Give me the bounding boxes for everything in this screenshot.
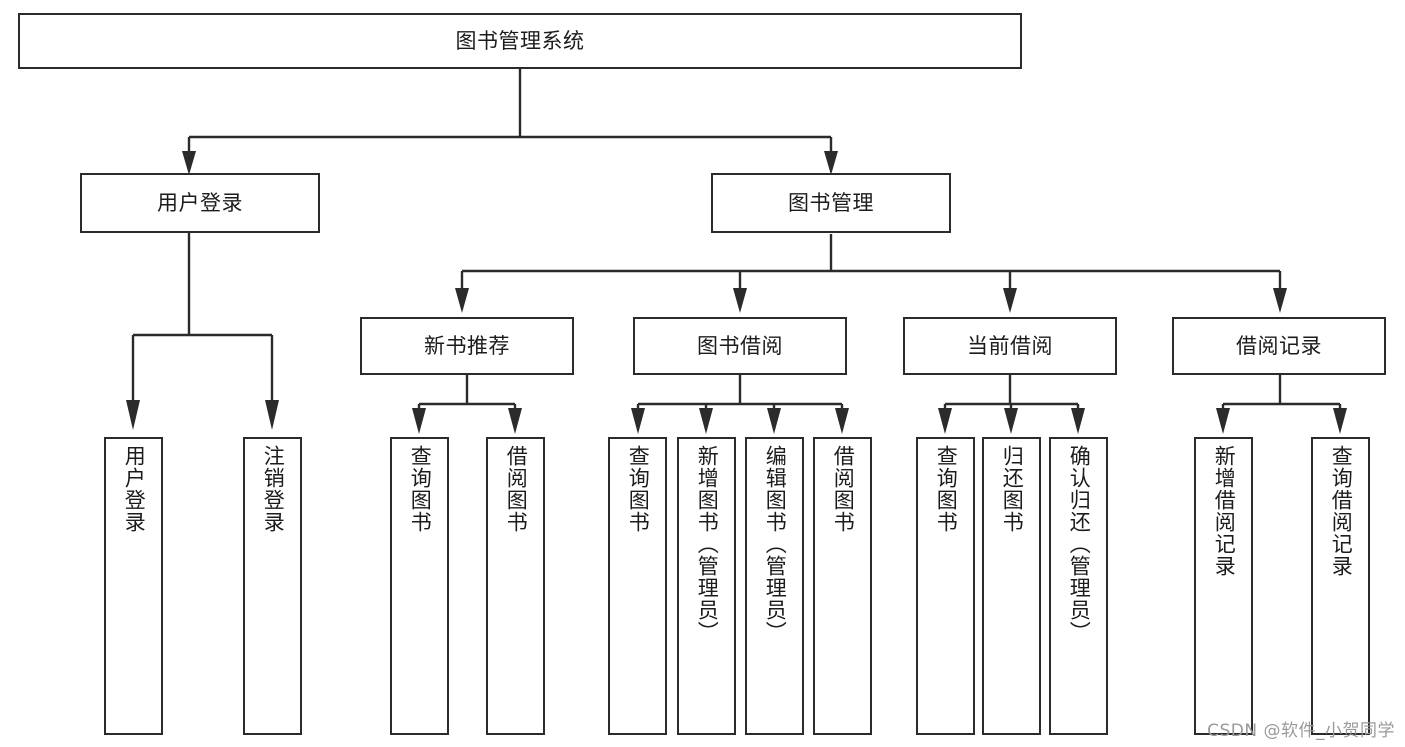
node-leaf-query-book-1[interactable]: 查询图书 [390,437,449,735]
node-leaf-return-book-label: 归还图书 [1000,445,1025,533]
watermark-text: CSDN @软件_小贺同学 [1207,721,1395,741]
node-leaf-logout-login-label: 注销登录 [261,445,286,533]
arrowhead-leaf-edit-book [767,408,781,434]
arrowhead-leaf-logout-login [265,400,279,430]
node-leaf-query-book-1-label: 查询图书 [408,445,433,533]
node-leaf-borrow-book-2-label: 借阅图书 [831,445,856,533]
arrowhead-leaf-query-record [1333,408,1347,434]
node-book-manage-label: 图书管理 [788,190,874,215]
node-leaf-user-login[interactable]: 用户登录 [104,437,163,735]
node-root[interactable]: 图书管理系统 [18,13,1022,69]
node-leaf-query-book-3[interactable]: 查询图书 [916,437,975,735]
node-leaf-query-book-3-label: 查询图书 [934,445,959,533]
node-leaf-borrow-book-1[interactable]: 借阅图书 [486,437,545,735]
arrowhead-leaf-add-book [699,408,713,434]
node-leaf-query-record[interactable]: 查询借阅记录 [1311,437,1370,735]
arrowhead-new-book-recommend [455,288,469,313]
node-leaf-add-record-label: 新增借阅记录 [1212,445,1237,577]
arrowhead-leaf-query-book-3 [938,408,952,434]
arrowhead-current-borrow [1003,288,1017,313]
node-leaf-query-book-2-label: 查询图书 [626,445,651,533]
node-leaf-edit-book-label: 编辑图书（管理员） [763,445,788,643]
node-current-borrow-label: 当前借阅 [967,333,1053,358]
arrowhead-book-borrow [733,288,747,313]
arrowhead-leaf-borrow-book-2 [835,408,849,434]
node-leaf-add-book-label: 新增图书（管理员） [695,445,720,643]
node-borrow-record[interactable]: 借阅记录 [1172,317,1386,375]
arrowhead-leaf-borrow-book-1 [508,408,522,434]
arrowhead-leaf-user-login [126,400,140,430]
node-leaf-query-book-2[interactable]: 查询图书 [608,437,667,735]
node-leaf-return-book[interactable]: 归还图书 [982,437,1041,735]
node-borrow-record-label: 借阅记录 [1236,333,1322,358]
node-new-book-recommend[interactable]: 新书推荐 [360,317,574,375]
arrowhead-leaf-query-book-1 [412,408,426,434]
node-leaf-add-book[interactable]: 新增图书（管理员） [677,437,736,735]
arrowhead-leaf-confirm-return [1071,408,1085,434]
arrowhead-leaf-query-book-2 [631,408,645,434]
node-leaf-logout-login[interactable]: 注销登录 [243,437,302,735]
node-leaf-borrow-book-1-label: 借阅图书 [504,445,529,533]
node-leaf-edit-book[interactable]: 编辑图书（管理员） [745,437,804,735]
node-book-borrow[interactable]: 图书借阅 [633,317,847,375]
node-current-borrow[interactable]: 当前借阅 [903,317,1117,375]
node-leaf-add-record[interactable]: 新增借阅记录 [1194,437,1253,735]
node-leaf-confirm-return-label: 确认归还（管理员） [1067,445,1092,643]
node-user-login[interactable]: 用户登录 [80,173,320,233]
node-book-manage[interactable]: 图书管理 [711,173,951,233]
arrowhead-leaf-add-record [1216,408,1230,434]
node-user-login-label: 用户登录 [157,190,243,215]
node-root-label: 图书管理系统 [455,28,585,53]
node-leaf-confirm-return[interactable]: 确认归还（管理员） [1049,437,1108,735]
node-book-borrow-label: 图书借阅 [697,333,783,358]
node-leaf-query-record-label: 查询借阅记录 [1329,445,1354,577]
arrowhead-user-login [182,151,196,175]
node-leaf-user-login-label: 用户登录 [122,445,147,533]
arrowhead-borrow-record [1273,288,1287,313]
node-leaf-borrow-book-2[interactable]: 借阅图书 [813,437,872,735]
arrowhead-leaf-return-book [1004,408,1018,434]
arrowhead-book-manage [824,151,838,175]
node-new-book-recommend-label: 新书推荐 [424,333,510,358]
